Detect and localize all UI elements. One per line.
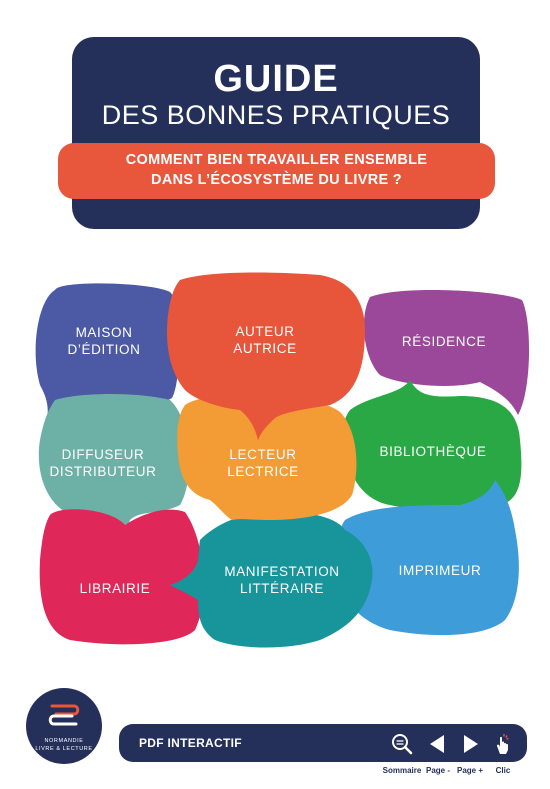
bubble-maison-edition[interactable] [35, 283, 180, 428]
bubble-manifestation[interactable] [170, 511, 373, 648]
bubble-diffuseur-label-2: DISTRIBUTEUR [49, 464, 157, 479]
bubble-manifestation-label-1: MANIFESTATION [224, 564, 340, 579]
question-banner [58, 143, 495, 199]
logo-line-1: NORMANDIE [44, 738, 84, 744]
caption-page-next: Page + [456, 766, 483, 775]
hand-click-icon[interactable] [491, 732, 515, 756]
bubble-lecteur-label-2: LECTRICE [227, 464, 299, 479]
bubble-bibliotheque-label: BIBLIOTHÈQUE [379, 444, 487, 459]
pdf-toolbar [119, 724, 527, 762]
caption-sommaire: Sommaire [382, 766, 422, 775]
bubble-auteur-label-2: AUTRICE [233, 341, 297, 356]
normandie-logo [26, 688, 102, 764]
bubble-diffuseur-label-1: DIFFUSEUR [61, 447, 145, 462]
question-line-1: COMMENT BIEN TRAVAILLER ENSEMBLE [125, 152, 428, 168]
logo-line-2: LIVRE & LECTURE [35, 746, 93, 752]
bubble-manifestation-label-2: LITTÉRAIRE [239, 581, 324, 596]
bubble-librairie[interactable] [39, 509, 204, 645]
bubble-auteur[interactable] [166, 272, 365, 440]
question-line-2: DANS L’ÉCOSYSTÈME DU LIVRE ? [151, 172, 402, 188]
bubble-maison-label-1: MAISON [75, 325, 133, 340]
caption-clic: Clic [495, 766, 511, 775]
bubble-auteur-label-1: AUTEUR [235, 324, 295, 339]
search-icon[interactable] [390, 732, 414, 756]
bubble-lecteur-label-1: LECTEUR [229, 447, 297, 462]
bubble-imprimeur-label: IMPRIMEUR [398, 563, 482, 578]
bubble-residence-label: RÉSIDENCE [401, 334, 487, 349]
arrow-left-icon[interactable] [426, 732, 450, 756]
arrow-right-icon[interactable] [458, 732, 482, 756]
bubble-imprimeur[interactable] [337, 480, 519, 636]
bubble-bibliotheque[interactable] [344, 380, 522, 511]
bubble-librairie-label: LIBRAIRIE [79, 581, 151, 596]
caption-page-prev: Page - [425, 766, 450, 775]
bubble-maison-label-2: D’ÉDITION [67, 342, 141, 357]
logo-mark-icon [48, 704, 80, 726]
bubble-residence[interactable] [363, 289, 530, 415]
page-subtitle: DES BONNES PRATIQUES [101, 100, 451, 130]
toolbar-label: PDF INTERACTIF [139, 736, 242, 750]
bubble-lecteur[interactable] [177, 388, 357, 520]
page-title: GUIDE [213, 58, 339, 100]
